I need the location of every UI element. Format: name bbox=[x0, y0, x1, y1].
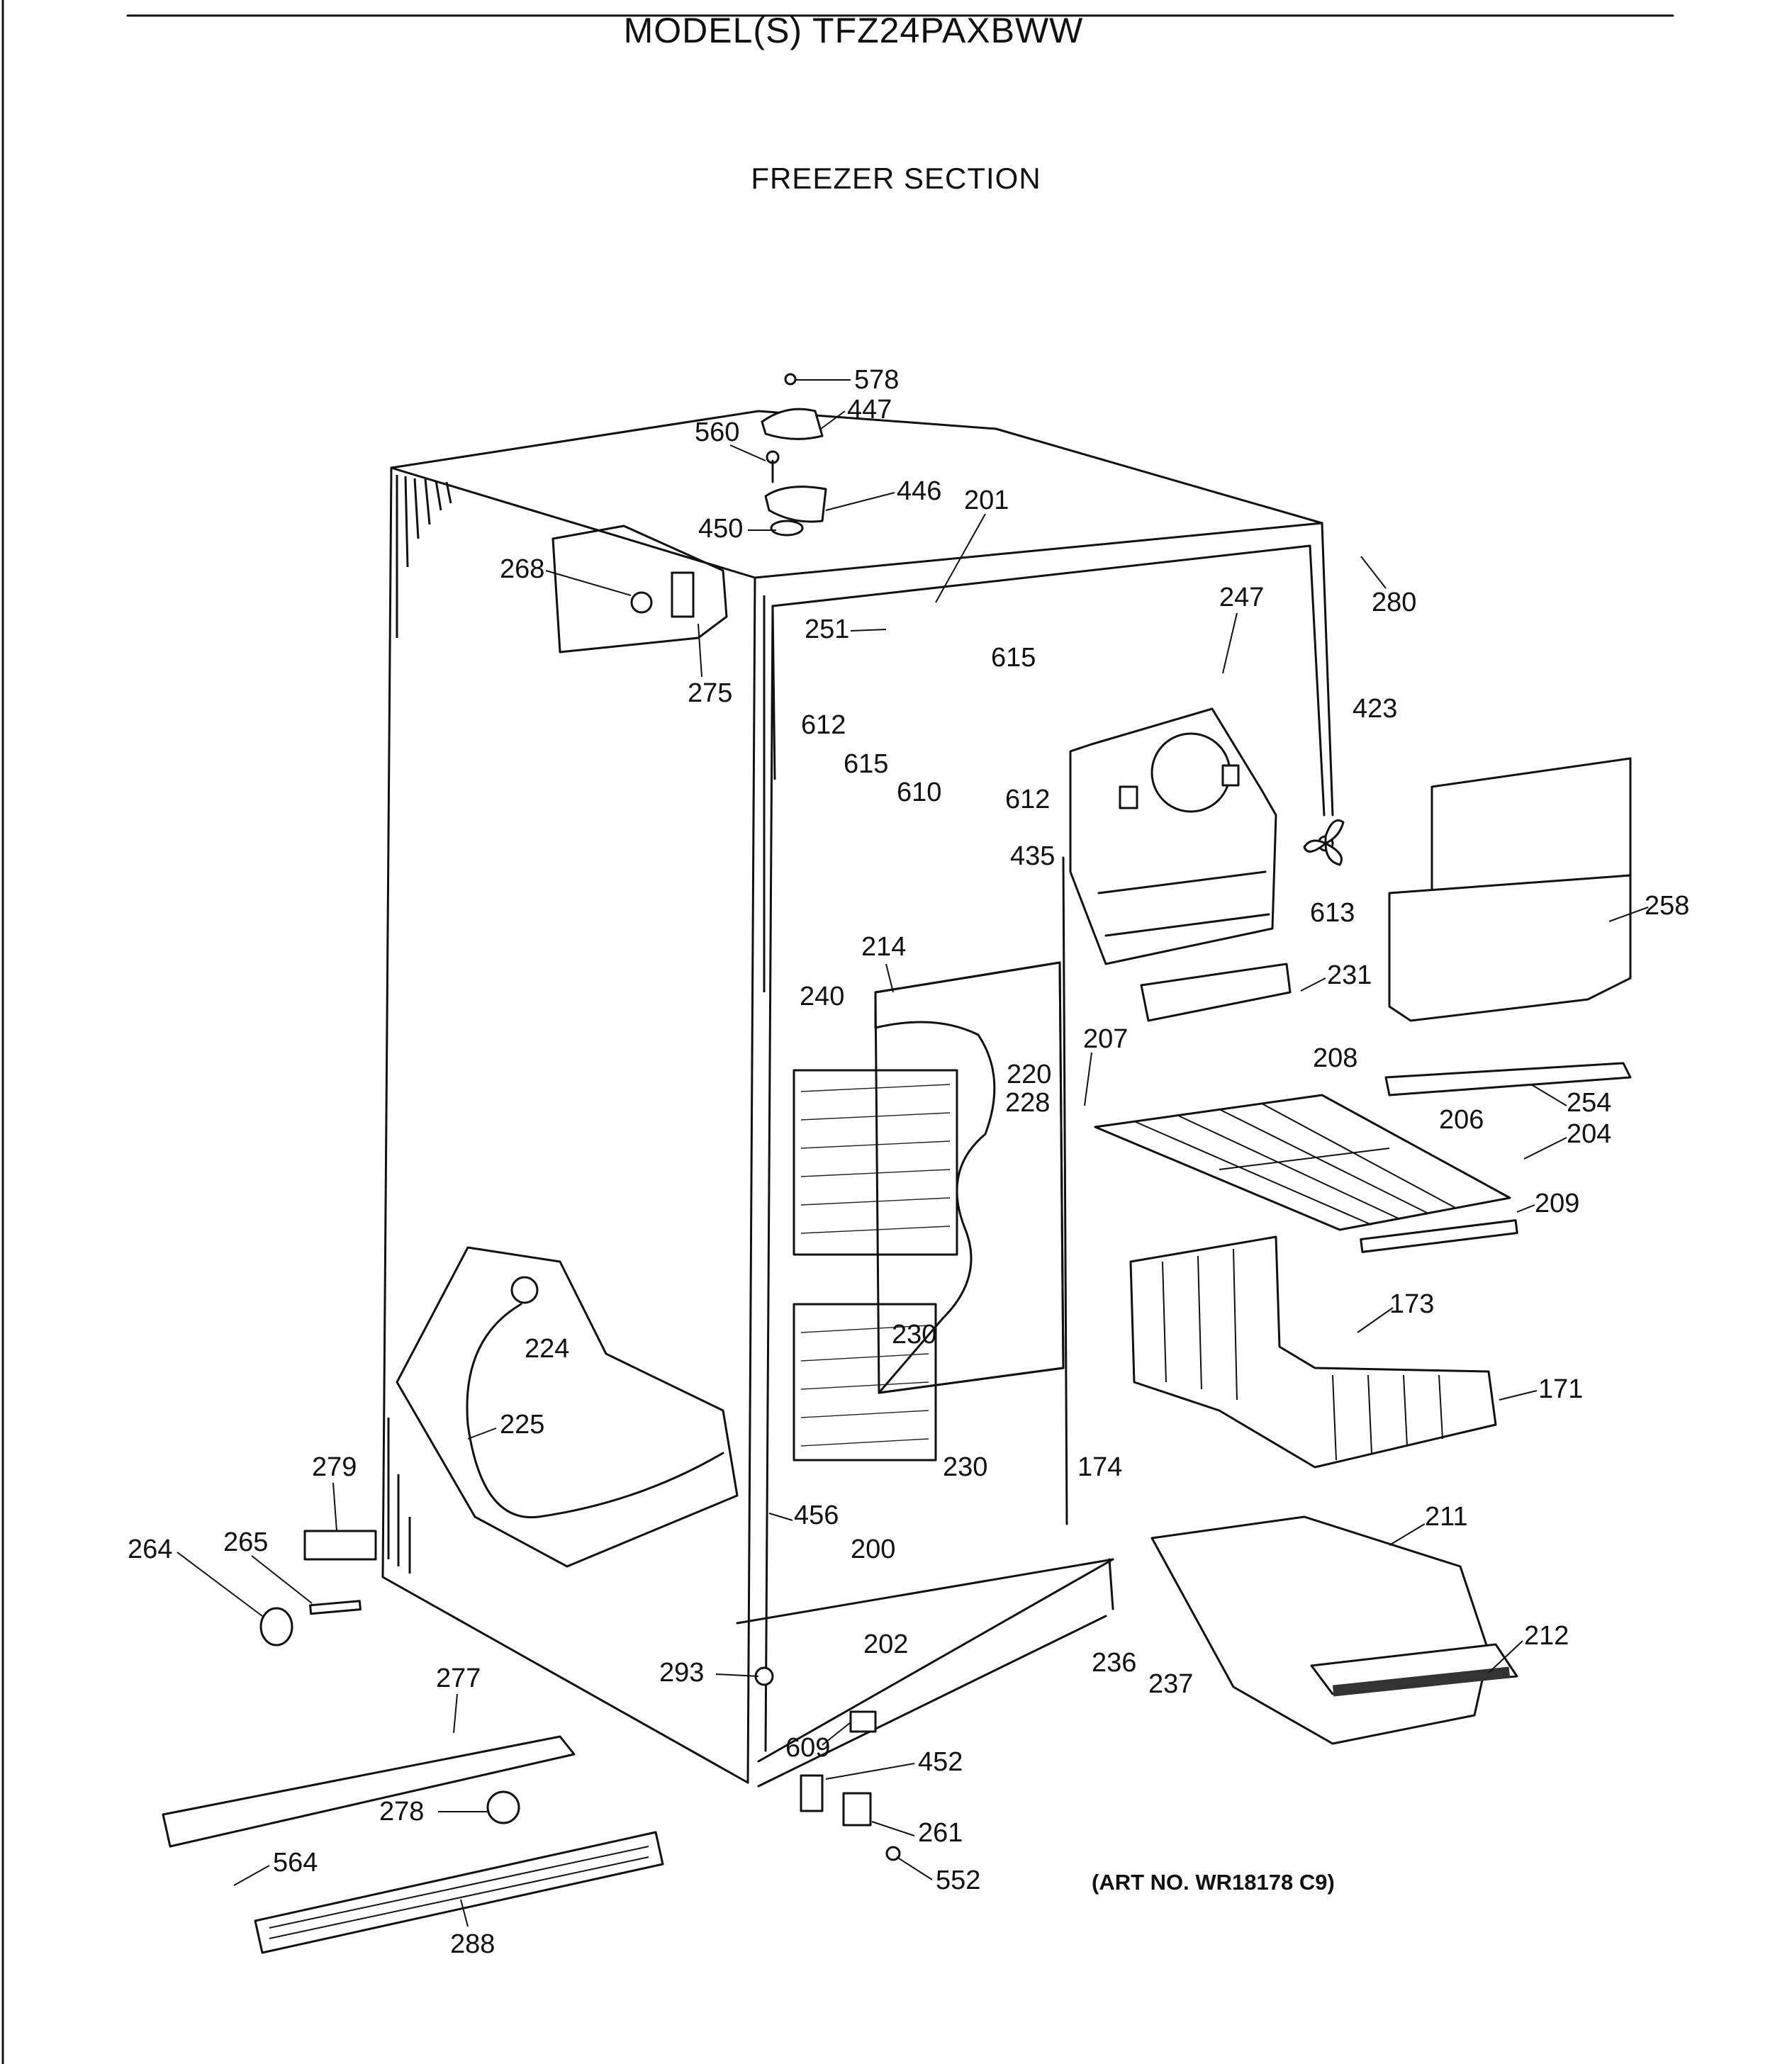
part-label-423: 423 bbox=[1353, 694, 1397, 724]
part-label-277: 277 bbox=[436, 1664, 481, 1693]
part-label-275: 275 bbox=[688, 678, 732, 708]
part-label-264: 264 bbox=[128, 1535, 172, 1564]
part-labels: 578 447 560 446 450 201 268 275 280 251 … bbox=[128, 365, 1689, 1959]
part-label-225: 225 bbox=[500, 1410, 544, 1440]
rear-air-duct bbox=[1384, 757, 1632, 1096]
part-label-578: 578 bbox=[854, 365, 899, 395]
part-label-201: 201 bbox=[964, 486, 1009, 515]
part-label-206: 206 bbox=[1439, 1105, 1484, 1135]
part-label-452: 452 bbox=[918, 1747, 963, 1777]
cabinet-edge-hatching bbox=[387, 475, 776, 1574]
part-label-240: 240 bbox=[800, 982, 844, 1011]
control-housing-parts bbox=[761, 373, 827, 537]
part-label-251: 251 bbox=[805, 615, 849, 644]
part-label-612b: 612 bbox=[1005, 785, 1050, 814]
art-number: (ART NO. WR18178 C9) bbox=[1092, 1870, 1335, 1895]
part-label-204: 204 bbox=[1567, 1119, 1611, 1149]
part-label-207: 207 bbox=[1083, 1024, 1128, 1054]
wire-basket bbox=[1129, 1235, 1497, 1469]
leveling-parts bbox=[259, 1530, 377, 1647]
part-label-279: 279 bbox=[312, 1452, 357, 1482]
part-label-564: 564 bbox=[273, 1848, 318, 1878]
frame-rail bbox=[162, 1735, 576, 1848]
part-label-236: 236 bbox=[1092, 1648, 1136, 1678]
bottom-hinge-parts bbox=[754, 1666, 901, 1861]
part-label-288: 288 bbox=[450, 1929, 495, 1959]
part-label-211: 211 bbox=[1425, 1502, 1468, 1532]
part-label-456: 456 bbox=[794, 1501, 839, 1530]
part-label-247: 247 bbox=[1219, 583, 1264, 612]
section-title: FREEZER SECTION bbox=[751, 162, 1041, 195]
part-label-220: 220 bbox=[1007, 1060, 1051, 1089]
part-label-209: 209 bbox=[1535, 1189, 1579, 1218]
part-label-613: 613 bbox=[1310, 898, 1355, 928]
part-label-265: 265 bbox=[223, 1527, 268, 1557]
part-label-615a: 615 bbox=[991, 643, 1036, 673]
part-label-258: 258 bbox=[1645, 891, 1689, 921]
part-label-254: 254 bbox=[1567, 1088, 1611, 1118]
part-label-293: 293 bbox=[659, 1658, 704, 1688]
part-label-615b: 615 bbox=[844, 749, 888, 779]
part-label-224: 224 bbox=[525, 1334, 569, 1364]
part-label-560: 560 bbox=[695, 417, 739, 447]
drain-tube-panel bbox=[396, 1246, 739, 1568]
side-control-box bbox=[551, 525, 728, 654]
part-label-171: 171 bbox=[1538, 1374, 1583, 1404]
part-label-228: 228 bbox=[1005, 1088, 1050, 1118]
model-title: MODEL(S) TFZ24PAXBWW bbox=[623, 11, 1084, 50]
part-label-231: 231 bbox=[1327, 960, 1372, 990]
wire-shelf bbox=[1094, 1094, 1518, 1253]
part-label-173: 173 bbox=[1389, 1289, 1434, 1319]
part-label-202: 202 bbox=[863, 1630, 908, 1659]
fan-blade bbox=[1303, 819, 1345, 866]
part-label-280: 280 bbox=[1372, 588, 1416, 617]
freezer-bin bbox=[1150, 1515, 1518, 1745]
part-label-446: 446 bbox=[897, 476, 941, 506]
fan-shroud bbox=[1069, 707, 1292, 1022]
part-label-278: 278 bbox=[379, 1797, 424, 1827]
part-label-552: 552 bbox=[936, 1866, 980, 1895]
part-label-610: 610 bbox=[897, 778, 941, 807]
part-label-174: 174 bbox=[1077, 1452, 1122, 1482]
evaporator-cover-panel bbox=[874, 961, 1065, 1394]
part-label-208: 208 bbox=[1313, 1043, 1357, 1073]
part-label-214: 214 bbox=[861, 932, 906, 962]
part-label-447: 447 bbox=[847, 395, 892, 425]
part-label-212: 212 bbox=[1524, 1621, 1569, 1651]
part-label-237: 237 bbox=[1148, 1669, 1193, 1699]
part-label-612a: 612 bbox=[801, 710, 846, 740]
part-label-230b: 230 bbox=[943, 1452, 987, 1482]
part-label-435: 435 bbox=[1010, 841, 1055, 871]
part-label-268: 268 bbox=[500, 554, 544, 584]
toe-grille bbox=[254, 1831, 664, 1954]
part-label-261: 261 bbox=[918, 1818, 963, 1848]
part-label-230a: 230 bbox=[892, 1320, 936, 1350]
evaporator-coil bbox=[793, 1069, 958, 1462]
part-label-609: 609 bbox=[785, 1733, 830, 1763]
cabinet-shell bbox=[381, 410, 1334, 1788]
leader-lines bbox=[177, 379, 1649, 1927]
part-label-450: 450 bbox=[698, 514, 743, 544]
part-label-200: 200 bbox=[851, 1535, 895, 1564]
